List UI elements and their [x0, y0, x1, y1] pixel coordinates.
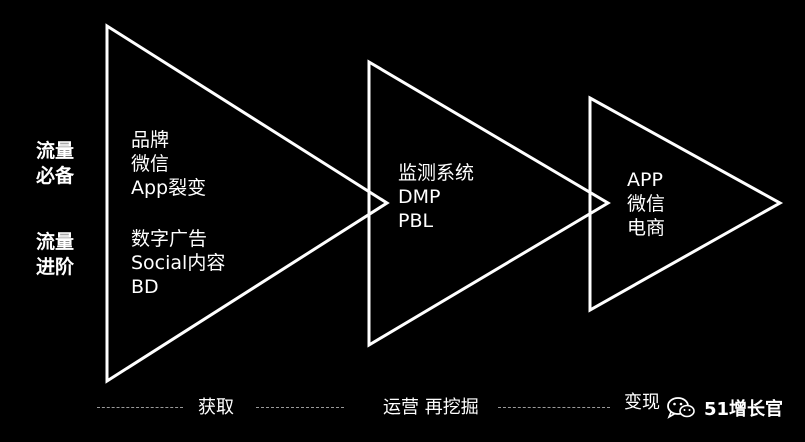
triangle-1-item: BD	[131, 276, 159, 298]
triangle-2-item: DMP	[398, 186, 441, 208]
triangle-1-item: App裂变	[131, 177, 207, 199]
wechat-logo-icon	[667, 397, 695, 419]
side-label-essential: 流量 必备	[36, 139, 74, 189]
triangle-3-item: 微信	[627, 193, 666, 215]
triangle-2-item: PBL	[398, 210, 434, 232]
triangle-1-item: 数字广告	[131, 228, 208, 250]
triangle-1-item: 微信	[131, 153, 170, 175]
triangle-1-item: 品牌	[131, 129, 170, 151]
watermark-text: 51增长官	[704, 399, 784, 420]
stage-label-operate: 运营 再挖掘	[383, 397, 479, 418]
watermark: 51增长官	[660, 393, 792, 423]
side-label-line: 进阶	[36, 256, 75, 278]
dashed-line	[256, 407, 344, 408]
triangle-3-item: APP	[627, 169, 663, 191]
stage-label-monetize: 变现	[624, 392, 660, 413]
triangle-monetize	[588, 95, 784, 313]
side-label-line: 流量	[36, 231, 75, 253]
triangle-3-item: 电商	[627, 217, 666, 239]
triangle-2-item: 监测系统	[398, 162, 475, 184]
triangle-operate	[367, 59, 611, 348]
side-label-line: 必备	[36, 165, 75, 187]
side-label-line: 流量	[36, 140, 75, 162]
side-label-advanced: 流量 进阶	[36, 230, 74, 280]
triangle-1-item: Social内容	[131, 252, 226, 274]
stage-label-acquire: 获取	[198, 397, 234, 418]
triangle-acquire	[105, 23, 390, 384]
dashed-line	[498, 407, 610, 408]
dashed-line	[97, 407, 183, 408]
